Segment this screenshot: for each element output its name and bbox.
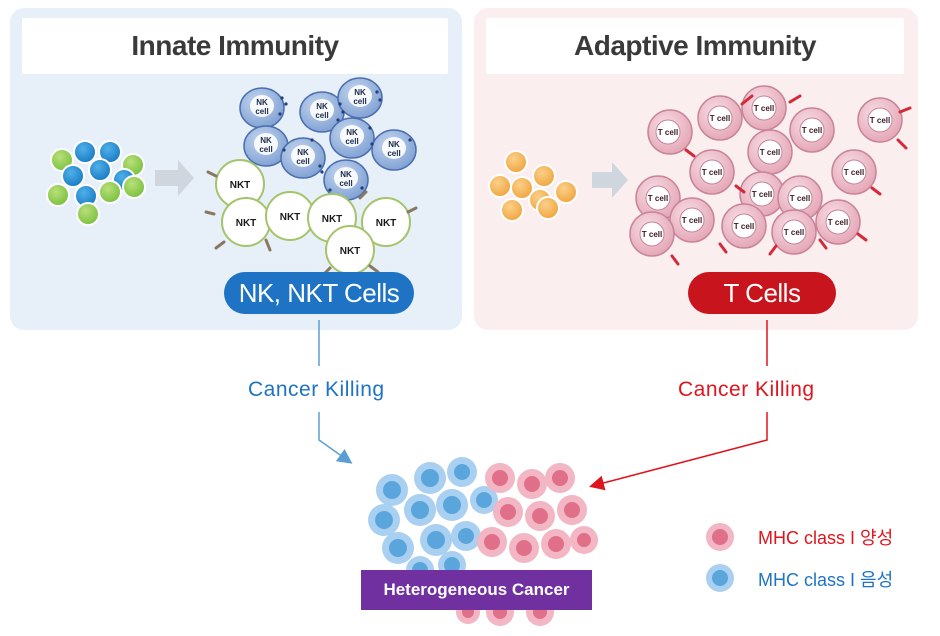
- svg-text:T cell: T cell: [710, 114, 730, 123]
- right-differentiation-arrow: [592, 162, 628, 198]
- svg-text:NK: NK: [297, 148, 309, 157]
- svg-text:T cell: T cell: [648, 194, 668, 203]
- svg-text:NK: NK: [260, 136, 272, 145]
- svg-text:T cell: T cell: [760, 148, 780, 157]
- svg-text:T cell: T cell: [702, 168, 722, 177]
- cancer-cluster: [368, 457, 598, 626]
- legend-positive-label: MHC class I 양성: [758, 528, 894, 548]
- svg-text:NKT: NKT: [236, 218, 257, 229]
- svg-text:NKT: NKT: [322, 214, 343, 225]
- svg-text:T cell: T cell: [682, 216, 702, 225]
- svg-text:T cell: T cell: [734, 222, 754, 231]
- svg-text:T cell: T cell: [658, 128, 678, 137]
- svg-text:cell: cell: [387, 149, 400, 158]
- nk-nkt-cells-pill: NK, NKT Cells: [224, 272, 414, 314]
- svg-text:NKT: NKT: [280, 212, 301, 223]
- svg-text:T cell: T cell: [790, 194, 810, 203]
- svg-text:NKT: NKT: [340, 246, 361, 257]
- svg-text:NK: NK: [354, 88, 366, 97]
- precursor-cells-blue-green: [46, 140, 146, 226]
- legend-negative-label: MHC class I 음성: [758, 570, 894, 590]
- precursor-cells-orange: [488, 150, 578, 222]
- svg-text:T cell: T cell: [844, 168, 864, 177]
- adaptive-cancer-killing-label: Cancer Killing: [678, 378, 815, 401]
- t-cells-group: T cell T cell T cell T cell T cell T cell T …: [629, 85, 912, 266]
- svg-text:cell: cell: [353, 97, 366, 106]
- svg-text:NK: NK: [316, 102, 328, 111]
- svg-text:T cell: T cell: [802, 126, 822, 135]
- innate-title: Innate Immunity: [22, 18, 448, 74]
- svg-text:cell: cell: [315, 111, 328, 120]
- left-differentiation-arrow: [155, 160, 194, 196]
- svg-text:cell: cell: [259, 145, 272, 154]
- svg-text:T cell: T cell: [784, 228, 804, 237]
- svg-text:T cell: T cell: [870, 116, 890, 125]
- nkt-cells-group: NKT NKT NKT NKT NKT NKT: [204, 159, 418, 276]
- svg-text:cell: cell: [255, 107, 268, 116]
- svg-text:NKT: NKT: [230, 180, 251, 191]
- legend-positive-icon: [706, 523, 734, 551]
- svg-text:T cell: T cell: [754, 104, 774, 113]
- heterogeneous-cancer-label: Heterogeneous Cancer: [361, 570, 592, 610]
- innate-cancer-killing-label: Cancer Killing: [248, 378, 385, 401]
- svg-text:T cell: T cell: [752, 190, 772, 199]
- svg-text:cell: cell: [339, 179, 352, 188]
- adaptive-title: Adaptive Immunity: [486, 18, 904, 74]
- svg-text:NK: NK: [346, 128, 358, 137]
- svg-text:T cell: T cell: [828, 218, 848, 227]
- svg-text:NKT: NKT: [376, 218, 397, 229]
- svg-text:cell: cell: [345, 137, 358, 146]
- svg-text:T cell: T cell: [642, 230, 662, 239]
- legend-negative-icon: [706, 564, 734, 592]
- svg-text:NK: NK: [256, 98, 268, 107]
- t-cells-pill: T Cells: [688, 272, 836, 314]
- svg-text:NK: NK: [340, 170, 352, 179]
- svg-text:NK: NK: [388, 140, 400, 149]
- svg-text:cell: cell: [296, 157, 309, 166]
